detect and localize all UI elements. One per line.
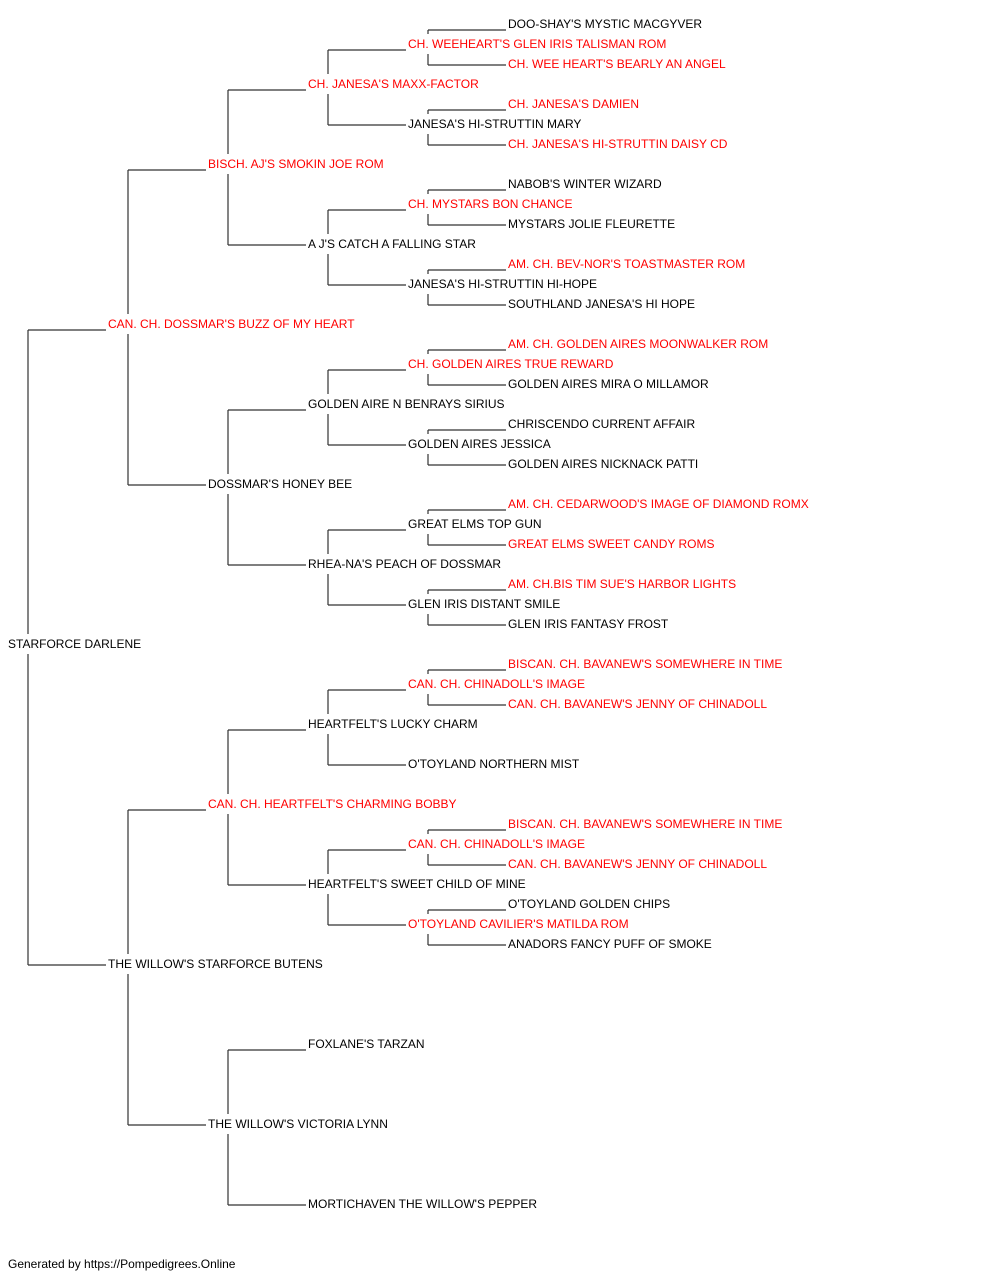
dog-name-dossmar-s-honey-bee: DOSSMAR'S HONEY BEE [208,477,352,491]
dog-name-can-ch-chinadoll-s-image: CAN. CH. CHINADOLL'S IMAGE [408,837,585,851]
dog-name-o-toyland-golden-chips: O'TOYLAND GOLDEN CHIPS [508,897,670,911]
dog-name-doo-shay-s-mystic-macgyver: DOO-SHAY'S MYSTIC MACGYVER [508,17,702,31]
dog-name-mystars-jolie-fleurette: MYSTARS JOLIE FLEURETTE [508,217,675,231]
dog-name-ch-weeheart-s-glen-iris-talisman-rom: CH. WEEHEART'S GLEN IRIS TALISMAN ROM [408,37,666,51]
dog-name-am-ch-golden-aires-moonwalker-rom: AM. CH. GOLDEN AIRES MOONWALKER ROM [508,337,768,351]
dog-name-great-elms-sweet-candy-roms: GREAT ELMS SWEET CANDY ROMS [508,537,714,551]
dog-name-can-ch-bavanew-s-jenny-of-chinadoll: CAN. CH. BAVANEW'S JENNY OF CHINADOLL [508,697,767,711]
dog-name-starforce-darlene: STARFORCE DARLENE [8,637,141,651]
dog-name-golden-aires-jessica: GOLDEN AIRES JESSICA [408,437,551,451]
dog-name-can-ch-bavanew-s-jenny-of-chinadoll: CAN. CH. BAVANEW'S JENNY OF CHINADOLL [508,857,767,871]
dog-name-southland-janesa-s-hi-hope: SOUTHLAND JANESA'S HI HOPE [508,297,695,311]
dog-name-janesa-s-hi-struttin-mary: JANESA'S HI-STRUTTIN MARY [408,117,581,131]
dog-name-glen-iris-distant-smile: GLEN IRIS DISTANT SMILE [408,597,560,611]
dog-name-heartfelt-s-sweet-child-of-mine: HEARTFELT'S SWEET CHILD OF MINE [308,877,526,891]
dog-name-a-j-s-catch-a-falling-star: A J'S CATCH A FALLING STAR [308,237,476,251]
dog-name-ch-janesa-s-damien: CH. JANESA'S DAMIEN [508,97,639,111]
dog-name-the-willow-s-starforce-butens: THE WILLOW'S STARFORCE BUTENS [108,957,323,971]
dog-name-ch-janesa-s-hi-struttin-daisy-cd: CH. JANESA'S HI-STRUTTIN DAISY CD [508,137,728,151]
dog-name-mortichaven-the-willow-s-pepper: MORTICHAVEN THE WILLOW'S PEPPER [308,1197,537,1211]
dog-name-chriscendo-current-affair: CHRISCENDO CURRENT AFFAIR [508,417,695,431]
dog-name-foxlane-s-tarzan: FOXLANE'S TARZAN [308,1037,425,1051]
dog-name-am-ch-bev-nor-s-toastmaster-rom: AM. CH. BEV-NOR'S TOASTMASTER ROM [508,257,745,271]
dog-name-ch-janesa-s-maxx-factor: CH. JANESA'S MAXX-FACTOR [308,77,479,91]
dog-name-rhea-na-s-peach-of-dossmar: RHEA-NA'S PEACH OF DOSSMAR [308,557,501,571]
dog-name-nabob-s-winter-wizard: NABOB'S WINTER WIZARD [508,177,662,191]
dog-name-can-ch-dossmar-s-buzz-of-my-heart: CAN. CH. DOSSMAR'S BUZZ OF MY HEART [108,317,355,331]
dog-name-golden-aires-nicknack-patti: GOLDEN AIRES NICKNACK PATTI [508,457,698,471]
dog-name-anadors-fancy-puff-of-smoke: ANADORS FANCY PUFF OF SMOKE [508,937,712,951]
footer-credit: Generated by https://Pompedigrees.Online [8,1257,236,1271]
dog-name-o-toyland-northern-mist: O'TOYLAND NORTHERN MIST [408,757,580,771]
dog-name-bisch-aj-s-smokin-joe-rom: BISCH. AJ'S SMOKIN JOE ROM [208,157,384,171]
dog-name-biscan-ch-bavanew-s-somewhere-in-time: BISCAN. CH. BAVANEW'S SOMEWHERE IN TIME [508,817,782,831]
dog-name-am-ch-cedarwood-s-image-of-diamond-romx: AM. CH. CEDARWOOD'S IMAGE OF DIAMOND ROM… [508,497,809,511]
dog-name-can-ch-chinadoll-s-image: CAN. CH. CHINADOLL'S IMAGE [408,677,585,691]
dog-name-ch-wee-heart-s-bearly-an-angel: CH. WEE HEART'S BEARLY AN ANGEL [508,57,726,71]
dog-name-ch-golden-aires-true-reward: CH. GOLDEN AIRES TRUE REWARD [408,357,614,371]
dog-name-glen-iris-fantasy-frost: GLEN IRIS FANTASY FROST [508,617,669,631]
dog-name-the-willow-s-victoria-lynn: THE WILLOW'S VICTORIA LYNN [208,1117,388,1131]
dog-name-janesa-s-hi-struttin-hi-hope: JANESA'S HI-STRUTTIN HI-HOPE [408,277,597,291]
dog-name-heartfelt-s-lucky-charm: HEARTFELT'S LUCKY CHARM [308,717,478,731]
dog-name-biscan-ch-bavanew-s-somewhere-in-time: BISCAN. CH. BAVANEW'S SOMEWHERE IN TIME [508,657,782,671]
dog-name-golden-aire-n-benrays-sirius: GOLDEN AIRE N BENRAYS SIRIUS [308,397,505,411]
dog-name-ch-mystars-bon-chance: CH. MYSTARS BON CHANCE [408,197,572,211]
dog-name-great-elms-top-gun: GREAT ELMS TOP GUN [408,517,542,531]
dog-name-can-ch-heartfelt-s-charming-bobby: CAN. CH. HEARTFELT'S CHARMING BOBBY [208,797,457,811]
dog-name-golden-aires-mira-o-millamor: GOLDEN AIRES MIRA O MILLAMOR [508,377,709,391]
dog-name-o-toyland-cavilier-s-matilda-rom: O'TOYLAND CAVILIER'S MATILDA ROM [408,917,629,931]
dog-name-am-ch-bis-tim-sue-s-harbor-lights: AM. CH.BIS TIM SUE'S HARBOR LIGHTS [508,577,736,591]
